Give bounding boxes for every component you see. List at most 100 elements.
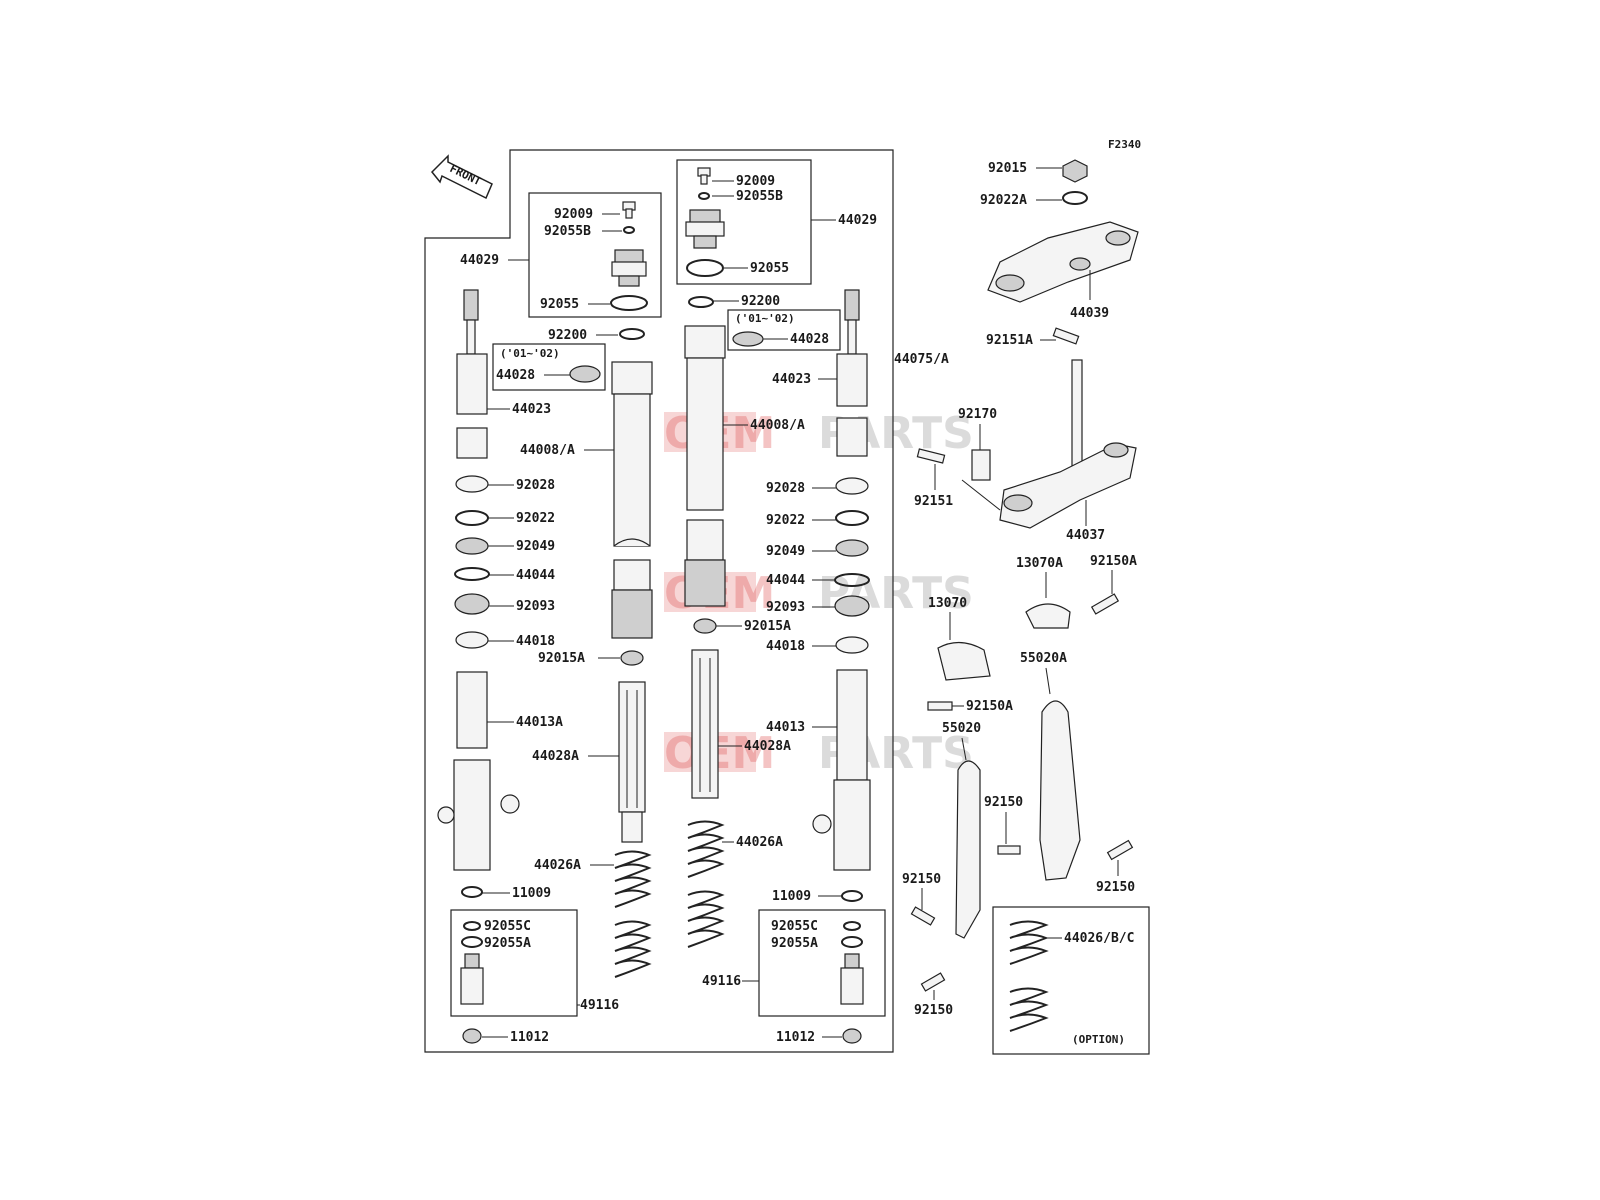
cap-body-icon xyxy=(685,221,725,237)
label-44013: 44013 xyxy=(766,720,805,735)
right-cap-box xyxy=(676,159,812,285)
label-92151: 92151 xyxy=(914,494,953,509)
front-arrow-icon: FRONT xyxy=(430,154,493,200)
rod-icon xyxy=(847,319,857,355)
fork-assembly-outline xyxy=(424,149,894,1053)
label-92150-b: 92150 xyxy=(1096,880,1135,895)
screw-shank-icon xyxy=(625,208,633,219)
seal-icon xyxy=(835,539,869,557)
label-11012-left: 11012 xyxy=(510,1030,549,1045)
bolt-icon xyxy=(997,845,1021,855)
label-11009-right: 11009 xyxy=(772,889,811,904)
label-92150A-bot: 92150A xyxy=(966,699,1013,714)
label-92055-right: 92055 xyxy=(750,261,789,276)
outer-tube-lower-icon xyxy=(686,519,724,561)
nut-icon xyxy=(693,618,717,634)
label-92055-left: 92055 xyxy=(540,297,579,312)
oring-icon xyxy=(843,921,861,931)
washer-icon xyxy=(841,890,863,902)
outer-tube-bottom-icon xyxy=(684,559,726,607)
right-valve-box xyxy=(758,909,886,1017)
bushing-icon xyxy=(455,475,489,493)
label-44008A-right: 44008/A xyxy=(750,418,805,433)
label-92055C-left: 92055C xyxy=(484,919,531,934)
bushing-icon xyxy=(835,477,869,495)
label-44028-right: 44028 xyxy=(790,332,829,347)
label-44018-right: 44018 xyxy=(766,639,805,654)
label-44037: 44037 xyxy=(1066,528,1105,543)
left-cap-box xyxy=(528,192,662,318)
label-44023-left: 44023 xyxy=(512,402,551,417)
washer-icon xyxy=(461,886,483,898)
lower-clamp-icon xyxy=(999,443,1137,529)
label-92049-right: 92049 xyxy=(766,544,805,559)
tube-top-icon xyxy=(684,325,726,359)
label-92055A-left: 92055A xyxy=(484,936,531,951)
label-92150-a: 92150 xyxy=(984,795,1023,810)
washer-icon xyxy=(1062,191,1088,205)
bushing-icon xyxy=(835,636,869,654)
nut-icon xyxy=(620,650,644,666)
label-44018-left: 44018 xyxy=(516,634,555,649)
damper-cylinder-icon xyxy=(618,681,646,813)
bracket-lug-icon xyxy=(437,806,455,824)
left-inner-rod xyxy=(614,650,652,978)
clamp-hole-icon xyxy=(1103,442,1129,458)
label-92093-right: 92093 xyxy=(766,600,805,615)
clamp-hole-icon xyxy=(1105,230,1131,246)
rod-top-icon xyxy=(463,289,479,321)
bolt-icon xyxy=(920,972,946,992)
clamp-icon xyxy=(937,641,991,681)
clamp-hole-icon xyxy=(1069,257,1091,271)
washer-icon xyxy=(455,510,489,526)
left-year-box xyxy=(492,343,606,391)
oring-large-icon xyxy=(610,295,648,311)
leader-line xyxy=(1045,667,1051,695)
left-cap-parts xyxy=(610,201,648,311)
label-13070: 13070 xyxy=(928,596,967,611)
label-44026A-right: 44026A xyxy=(736,835,783,850)
left-damper-column xyxy=(437,289,520,898)
outer-tube-icon xyxy=(686,357,724,511)
label-92028-left: 92028 xyxy=(516,478,555,493)
upper-clamp-icon xyxy=(987,221,1139,303)
label-92022-right: 92022 xyxy=(766,513,805,528)
label-92055A-right: 92055A xyxy=(771,936,818,951)
label-44028A-right: 44028A xyxy=(744,739,791,754)
right-year-box xyxy=(727,309,841,351)
label-44075A: 44075/A xyxy=(894,352,949,367)
label-44028A-left: 44028A xyxy=(532,749,579,764)
bolt-icon xyxy=(927,701,953,711)
leader-line xyxy=(961,737,967,761)
label-44044-left: 44044 xyxy=(516,568,555,583)
option-note: (OPTION) xyxy=(1072,1033,1125,1046)
valve-body-icon xyxy=(840,967,864,1005)
label-92022-left: 92022 xyxy=(516,511,555,526)
bracket-lug-icon xyxy=(812,814,832,834)
label-44039: 44039 xyxy=(1070,306,1109,321)
oring-icon xyxy=(461,936,483,948)
tube-top-icon xyxy=(611,361,653,395)
fork-guard-large-icon xyxy=(1039,700,1081,881)
washer-icon xyxy=(688,296,714,308)
bushing-icon xyxy=(732,331,764,347)
dust-seal-icon xyxy=(454,593,490,615)
bracket-line xyxy=(961,479,1001,511)
bolt-icon xyxy=(1106,839,1134,861)
label-92150-d: 92150 xyxy=(914,1003,953,1018)
label-44028-left: 44028 xyxy=(496,368,535,383)
label-92170: 92170 xyxy=(958,407,997,422)
clip-icon xyxy=(454,567,490,581)
axle-bracket-icon xyxy=(453,759,491,871)
oring-icon xyxy=(463,921,481,931)
clamp-hole-icon xyxy=(995,274,1025,292)
cap-thread-icon xyxy=(618,275,640,287)
label-49116-left: 49116 xyxy=(580,998,619,1013)
label-92150A-top: 92150A xyxy=(1090,554,1137,569)
oring-icon xyxy=(623,226,635,234)
seal-icon xyxy=(455,537,489,555)
right-outer-tube xyxy=(684,296,726,948)
label-92150-c: 92150 xyxy=(902,872,941,887)
nut-icon xyxy=(462,1028,482,1044)
